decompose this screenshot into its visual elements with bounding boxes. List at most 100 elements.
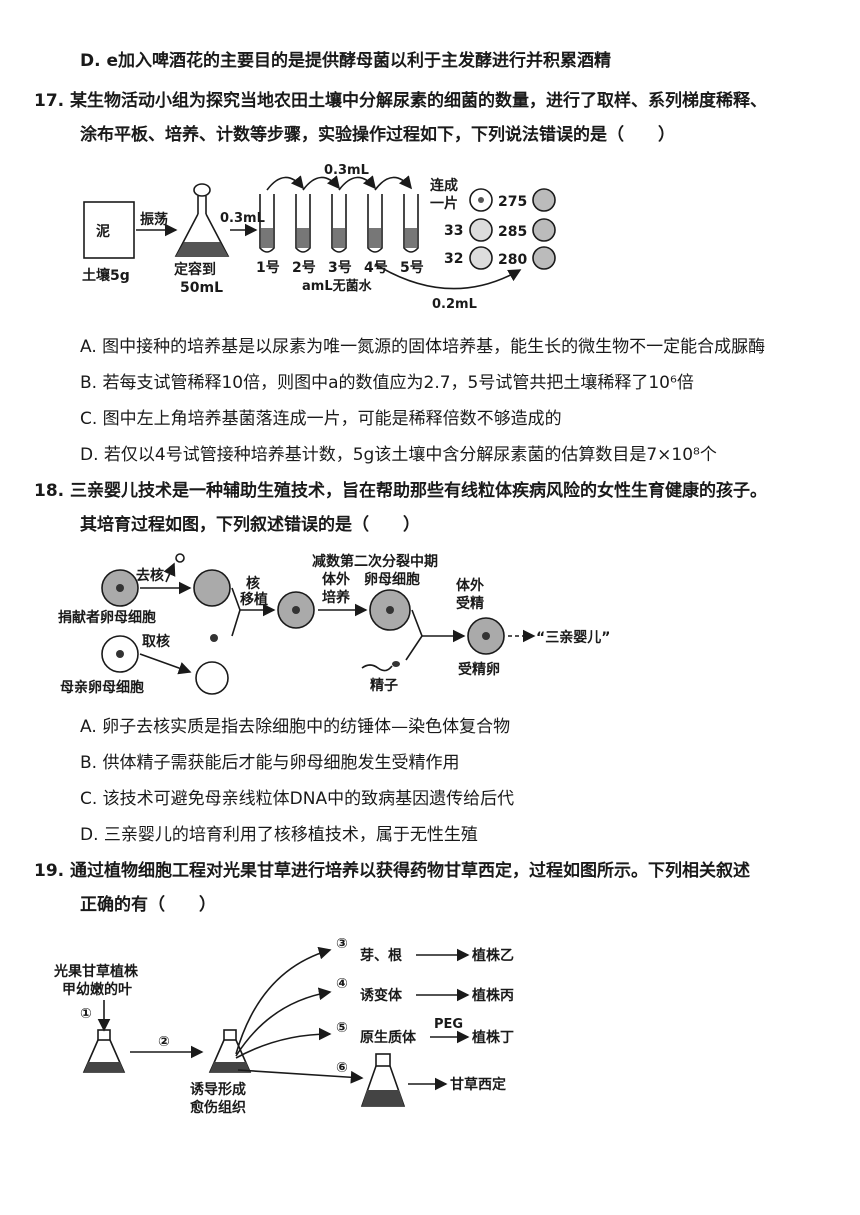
branch-3-to: 植株乙 bbox=[471, 947, 514, 964]
plant-label-2: 甲幼嫩的叶 bbox=[62, 981, 132, 998]
flask-label-2: 50mL bbox=[180, 280, 223, 296]
test-tubes bbox=[259, 194, 419, 253]
transfer-top-label: 0.3mL bbox=[324, 163, 369, 178]
q17-stem-line1: 17. 某生物活动小组为探究当地农田土壤中分解尿素的细菌的数量，进行了取样、系列… bbox=[34, 91, 768, 111]
zygote-label: 受精卵 bbox=[458, 661, 500, 678]
count-280: 280 bbox=[498, 252, 527, 268]
remove-nucleus-arrow bbox=[163, 562, 176, 583]
step-3-label: ③ bbox=[336, 936, 348, 952]
q17-dilution-diagram: 泥 土壤5g 振荡 定容到 50mL 0.3mL 0.3mL 1号 2号 3号 … bbox=[82, 163, 556, 310]
peg-label: PEG bbox=[434, 1017, 463, 1032]
fert-label-2: 受精 bbox=[456, 595, 484, 612]
q17-option-d: D. 若仅以4号试管接种培养基计数，5g该土壤中含分解尿素菌的估算数目是7×10… bbox=[80, 445, 717, 465]
q18-stem-line2: 其培育过程如图，下列叙述错误的是（ ） bbox=[80, 515, 420, 535]
soil-bag bbox=[83, 201, 135, 259]
mother-remaining-cell bbox=[195, 661, 229, 695]
tube-5-label: 5号 bbox=[400, 260, 424, 276]
transfer-label-2: 移植 bbox=[240, 591, 268, 608]
callus-flask-icon bbox=[208, 1029, 252, 1073]
transfer-bottom-label: 0.2mL bbox=[432, 297, 477, 310]
remove-nucleus-label: 去核 bbox=[136, 567, 164, 584]
plate-275 bbox=[532, 188, 556, 212]
shake-label: 振荡 bbox=[140, 211, 168, 228]
sperm-icon bbox=[361, 664, 393, 672]
q17-option-a: A. 图中接种的培养基是以尿素为唯一氮源的固体培养基，能生长的微生物不一定能合成… bbox=[80, 337, 766, 357]
plate-280 bbox=[532, 246, 556, 270]
q18-stem-line1: 18. 三亲婴儿技术是一种辅助生殖技术，旨在帮助那些有线粒体疾病风险的女性生育健… bbox=[34, 481, 768, 501]
volumetric-flask-icon bbox=[174, 183, 230, 257]
q18-option-b: B. 供体精子需获能后才能与卵母细胞发生受精作用 bbox=[80, 753, 460, 773]
branch-5-arrow bbox=[235, 1027, 332, 1059]
meiosis-label: 减数第二次分裂中期 bbox=[312, 553, 438, 570]
plate-32 bbox=[469, 246, 493, 270]
step-4-label: ④ bbox=[336, 976, 348, 992]
fert-label-1: 体外 bbox=[456, 577, 484, 594]
count-275: 275 bbox=[498, 194, 527, 210]
mother-oocyte bbox=[101, 635, 139, 673]
plate-285 bbox=[532, 218, 556, 242]
arc-1-2 bbox=[266, 175, 305, 191]
join-lines bbox=[231, 587, 241, 637]
q16-option-d: D. e加入啤酒花的主要目的是提供酵母菌以利于主发酵进行并积累酒精 bbox=[80, 51, 612, 71]
branch-4-to: 植株丙 bbox=[471, 987, 514, 1004]
sterile-water-label: amL无菌水 bbox=[302, 278, 373, 294]
q17-option-b: B. 若每支试管稀释10倍，则图中a的数值应为2.7，5号试管共把土壤稀释了10… bbox=[80, 373, 694, 393]
plate-merged bbox=[469, 188, 493, 212]
arc-2-3 bbox=[302, 175, 341, 191]
transfer-label-1: 核 bbox=[246, 575, 260, 592]
enucleated-oocyte bbox=[193, 569, 231, 607]
culture-label-1: 体外 bbox=[322, 571, 350, 588]
callus-label-2: 愈伤组织 bbox=[189, 1099, 246, 1116]
q18-option-d: D. 三亲婴儿的培育利用了核移植技术，属于无性生殖 bbox=[80, 825, 478, 845]
count-33: 33 bbox=[444, 223, 463, 239]
branch-4-from: 诱变体 bbox=[360, 987, 403, 1004]
tube-3-label: 3号 bbox=[328, 260, 352, 276]
donor-label: 捐献者卵母细胞 bbox=[58, 609, 156, 626]
culture-label-2: 培养 bbox=[322, 589, 351, 606]
fermenter-flask-icon bbox=[360, 1053, 406, 1107]
step-5-label: ⑤ bbox=[336, 1020, 348, 1036]
branch-5-from: 原生质体 bbox=[360, 1029, 417, 1046]
branch-4-arrow bbox=[235, 987, 332, 1057]
arc-4-5 bbox=[374, 175, 413, 191]
soil-bag-text: 泥 bbox=[96, 223, 110, 240]
step-2-label: ② bbox=[158, 1034, 170, 1050]
q17-stem-line2: 涂布平板、培养、计数等步骤，实验操作过程如下，下列说法错误的是（ ） bbox=[80, 125, 675, 145]
flask-label-1: 定容到 bbox=[174, 261, 216, 278]
branch-6-to: 甘草西定 bbox=[450, 1076, 506, 1093]
branch-6-arrow bbox=[237, 1069, 364, 1084]
q19-stem-line2: 正确的有（ ） bbox=[80, 895, 216, 915]
plate-33 bbox=[469, 218, 493, 242]
transfer-1-label: 0.3mL bbox=[220, 211, 265, 226]
merged-label-2: 一片 bbox=[430, 195, 458, 212]
transfer-bottom-arrow bbox=[374, 263, 522, 290]
q17-option-c: C. 图中左上角培养基菌落连成一片，可能是稀释倍数不够造成的 bbox=[80, 409, 562, 429]
q18-option-a: A. 卵子去核实质是指去除细胞中的纺锤体—染色体复合物 bbox=[80, 717, 511, 737]
branch-3-from: 芽、根 bbox=[360, 947, 403, 964]
q19-plant-culture-diagram: 光果甘草植株 甲幼嫩的叶 ① ② 诱导形成 愈伤组织 ③ 芽、根 植株乙 ④ 诱… bbox=[53, 936, 514, 1116]
branch-5-to: 植株丁 bbox=[471, 1029, 514, 1046]
q18-three-parent-diagram: 去核 捐献者卵母细胞 取核 母亲卵母细胞 核 移植 体外 培养 减数第二次分裂中… bbox=[58, 553, 610, 696]
tube-1-label: 1号 bbox=[256, 260, 280, 276]
q19-stem-line1: 19. 通过植物细胞工程对光果甘草进行培养以获得药物甘草西定，过程如图所示。下列… bbox=[34, 861, 751, 881]
mother-label: 母亲卵母细胞 bbox=[60, 679, 144, 696]
count-285: 285 bbox=[498, 224, 527, 240]
plant-label-1: 光果甘草植株 bbox=[53, 963, 139, 980]
soil-label: 土壤5g bbox=[82, 267, 130, 284]
sperm-label: 精子 bbox=[370, 677, 398, 694]
arc-3-4 bbox=[338, 175, 377, 191]
tube-4-label: 4号 bbox=[364, 260, 388, 276]
oocyte-label: 卵母细胞 bbox=[364, 571, 420, 588]
take-nucleus-arrow bbox=[139, 653, 192, 675]
step-6-label: ⑥ bbox=[336, 1060, 348, 1076]
step-1-label: ① bbox=[80, 1006, 92, 1022]
callus-label-1: 诱导形成 bbox=[190, 1081, 246, 1098]
count-32: 32 bbox=[444, 251, 463, 267]
explant-flask-icon bbox=[82, 1029, 126, 1073]
take-nucleus-label: 取核 bbox=[142, 633, 170, 650]
mother-nucleus bbox=[210, 634, 218, 642]
removed-nucleus bbox=[175, 553, 185, 563]
baby-label: “三亲婴儿” bbox=[536, 629, 610, 646]
q18-option-c: C. 该技术可避免母亲线粒体DNA中的致病基因遗传给后代 bbox=[80, 789, 515, 809]
branch-3-arrow bbox=[235, 946, 332, 1055]
